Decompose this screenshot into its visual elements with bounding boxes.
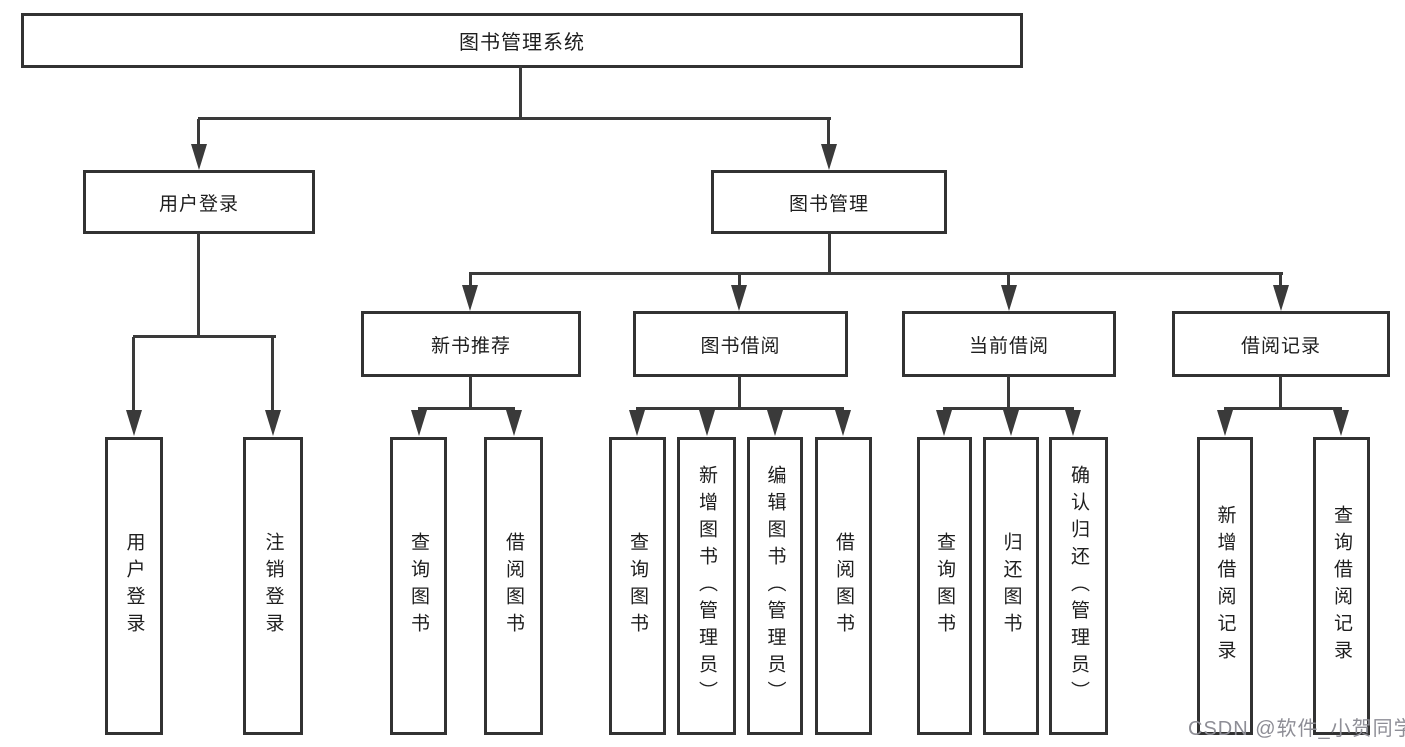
- arrow-to-leaf-logout: [265, 410, 281, 436]
- connector-currentborrow-stem: [1007, 376, 1010, 409]
- node-root: 图书管理系统: [21, 13, 1023, 68]
- connector-newbooks-stem: [469, 376, 472, 409]
- leaf-return-books: 归还图书: [983, 437, 1039, 735]
- csdn-watermark: CSDN @软件_小贺同学: [1188, 718, 1405, 740]
- arrow-to-leaf-user-login: [126, 410, 142, 436]
- connector-borrowrecords-rail: [1224, 407, 1342, 410]
- arrow-to-leaf-query-books-newbooks: [411, 410, 427, 436]
- leaf-add-books-admin: 新增图书（管理员）: [677, 437, 736, 735]
- arrow-to-new-books: [462, 285, 478, 311]
- leaf-query-books-borrow: 查询图书: [609, 437, 666, 735]
- connector-bookborrow-stem: [738, 376, 741, 409]
- arrow-to-leaf-query-books-borrow: [629, 410, 645, 436]
- connector-userlogin-stem: [197, 233, 200, 337]
- arrow-to-leaf-borrow-books-borrow: [835, 410, 851, 436]
- arrow-to-leaf-add-books: [699, 410, 715, 436]
- leaf-user-login: 用户登录: [105, 437, 163, 735]
- arrow-to-book-mgmt: [821, 144, 837, 170]
- connector-level2-rail: [198, 117, 831, 120]
- leaf-logout: 注销登录: [243, 437, 303, 735]
- arrow-to-leaf-borrow-books-newbooks: [506, 410, 522, 436]
- arrow-to-current-borrow: [1001, 285, 1017, 311]
- arrow-to-leaf-add-record: [1217, 410, 1233, 436]
- connector-newbooks-rail: [418, 407, 515, 410]
- connector-userlogin-drop: [197, 119, 200, 146]
- connector-leaf1-drop: [132, 337, 135, 411]
- arrow-to-borrow-records: [1273, 285, 1289, 311]
- connector-borrowrecords-drop: [1279, 274, 1282, 287]
- arrow-to-book-borrow: [731, 285, 747, 311]
- connector-level3-rail: [469, 272, 1283, 275]
- node-book-borrow: 图书借阅: [633, 311, 848, 377]
- arrow-to-leaf-confirm-return: [1065, 410, 1081, 436]
- connector-currentborrow-drop: [1007, 274, 1010, 287]
- node-book-mgmt: 图书管理: [711, 170, 947, 234]
- connector-root-stem: [519, 66, 522, 120]
- connector-bookborrow-rail: [636, 407, 844, 410]
- node-user-login: 用户登录: [83, 170, 315, 234]
- node-borrow-records: 借阅记录: [1172, 311, 1390, 377]
- connector-bookmgmt-stem: [828, 233, 831, 274]
- node-current-borrow: 当前借阅: [902, 311, 1116, 377]
- leaf-borrow-books-newbooks: 借阅图书: [484, 437, 543, 735]
- leaf-add-borrow-record: 新增借阅记录: [1197, 437, 1253, 735]
- leaf-query-books-newbooks: 查询图书: [390, 437, 447, 735]
- connector-bookborrow-drop: [738, 274, 741, 287]
- leaf-confirm-return-admin: 确认归还（管理员）: [1049, 437, 1108, 735]
- arrow-to-leaf-edit-books: [767, 410, 783, 436]
- connector-leaf2-drop: [271, 337, 274, 411]
- arrow-to-user-login: [191, 144, 207, 170]
- connector-userlogin-rail: [133, 335, 276, 338]
- leaf-edit-books-admin: 编辑图书（管理员）: [747, 437, 803, 735]
- arrow-to-leaf-query-books-current: [936, 410, 952, 436]
- leaf-query-books-current: 查询图书: [917, 437, 972, 735]
- arrow-to-leaf-return-books: [1003, 410, 1019, 436]
- leaf-query-borrow-record: 查询借阅记录: [1313, 437, 1370, 735]
- connector-newbooks-drop: [469, 274, 472, 287]
- connector-bookmgmt-drop: [827, 119, 830, 146]
- connector-currentborrow-rail: [943, 407, 1074, 410]
- arrow-to-leaf-query-record: [1333, 410, 1349, 436]
- node-new-books: 新书推荐: [361, 311, 581, 377]
- leaf-borrow-books-borrow: 借阅图书: [815, 437, 872, 735]
- connector-borrowrecords-stem: [1279, 376, 1282, 409]
